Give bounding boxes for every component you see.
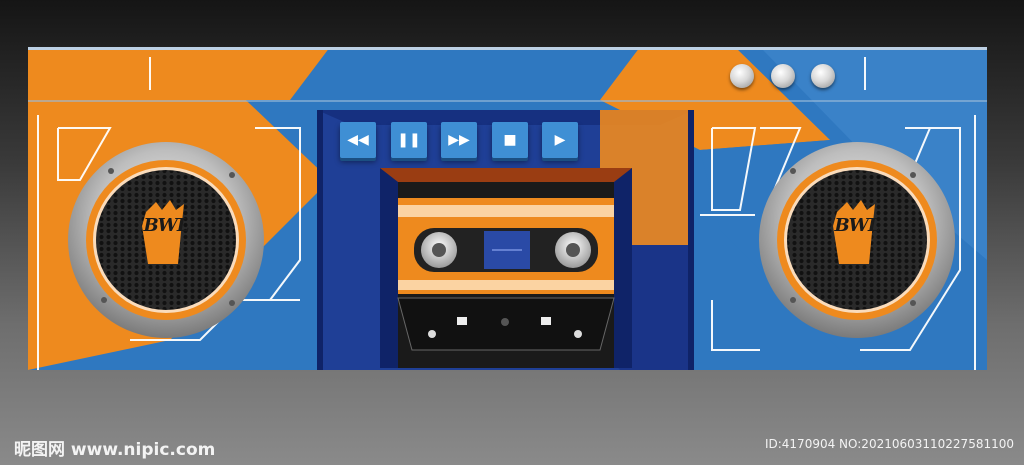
left-speaker <box>68 142 264 338</box>
right-speaker <box>759 142 955 338</box>
knob-3[interactable] <box>811 64 835 88</box>
fast-forward-button[interactable]: ▶▶ <box>441 122 477 158</box>
stop-icon: ■ <box>503 132 517 148</box>
play-icon: ▶ <box>554 132 566 148</box>
fast-forward-icon: ▶▶ <box>448 132 470 148</box>
speaker-brand-right: BWL <box>834 214 880 236</box>
knob-1[interactable] <box>730 64 754 88</box>
knob-2[interactable] <box>771 64 795 88</box>
pause-button[interactable]: ❚❚ <box>391 122 427 158</box>
cassette-icon <box>397 198 615 351</box>
watermark-id: ID:4170904 NO:20210603110227581100 <box>764 437 1014 451</box>
rewind-button[interactable]: ◀◀ <box>340 122 376 158</box>
watermark-site: 昵图网 www.nipic.com <box>14 440 216 460</box>
play-button[interactable]: ▶ <box>542 122 578 158</box>
speaker-brand-left: BWL <box>143 214 189 236</box>
stop-button[interactable]: ■ <box>492 122 528 158</box>
rewind-icon: ◀◀ <box>347 132 369 148</box>
pause-icon: ❚❚ <box>397 132 421 148</box>
